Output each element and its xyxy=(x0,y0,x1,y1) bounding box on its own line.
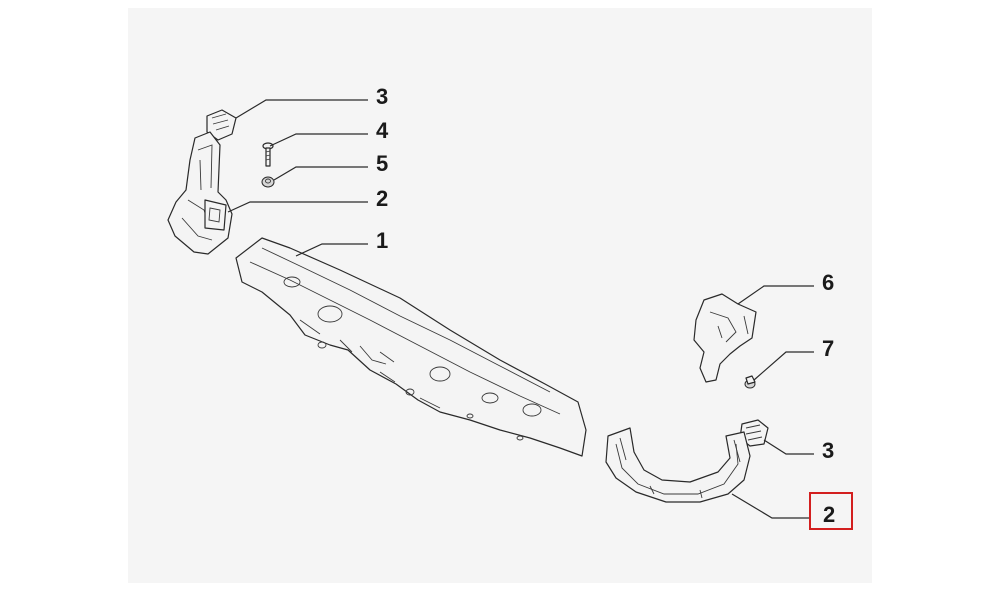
callout-2-left: 2 xyxy=(376,186,389,211)
part-clip-top xyxy=(206,109,237,141)
callout-4: 4 xyxy=(376,118,389,143)
part-bolt xyxy=(262,142,274,167)
callout-highlight-box xyxy=(809,492,853,530)
part-bracket-6 xyxy=(693,293,757,383)
leader-2-right xyxy=(731,493,810,519)
part-nut xyxy=(261,176,275,188)
callout-6: 6 xyxy=(822,270,835,295)
callout-7: 7 xyxy=(822,336,835,361)
leader-2-left xyxy=(227,201,368,213)
leader-7 xyxy=(753,351,814,381)
diagram-panel xyxy=(128,8,872,583)
part-crossmember xyxy=(235,237,587,457)
callout-3-top: 3 xyxy=(376,84,389,109)
leader-4 xyxy=(269,133,368,147)
leader-5 xyxy=(273,166,368,181)
callout-2-right[interactable]: 2 xyxy=(823,502,836,527)
leader-1 xyxy=(295,243,368,257)
callout-1: 1 xyxy=(376,228,389,253)
callout-3-right: 3 xyxy=(822,438,835,463)
leader-3-right xyxy=(763,439,814,455)
part-bracket-right xyxy=(605,427,751,503)
part-screw xyxy=(744,375,756,389)
callout-5: 5 xyxy=(376,151,389,176)
leader-6 xyxy=(737,285,814,305)
leader-3-top xyxy=(235,99,368,119)
part-bracket-left xyxy=(167,131,233,255)
